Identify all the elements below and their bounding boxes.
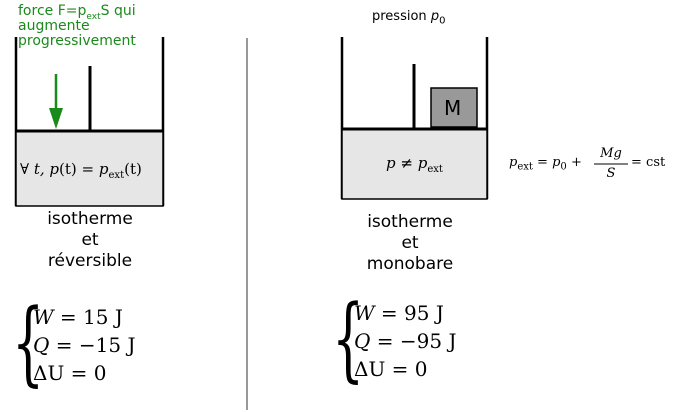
right-caption-line-1: isotherme [367, 212, 453, 232]
right-system-brace: { [332, 285, 365, 392]
left-energy-row: ΔU = 0 [33, 361, 107, 385]
formula-rhs: = cst [631, 155, 666, 170]
left-caption-line-1: isotherme [47, 209, 133, 229]
force-label: force F=pextS qui augmente progressiveme… [18, 3, 136, 49]
left-piston-equation: ∀ t, p(t) = pext(t) [20, 160, 142, 181]
right-work-row: W = 95 J [354, 301, 444, 325]
right-gas-region [341, 128, 488, 200]
left-caption-line-2: et [81, 230, 99, 250]
right-energy-row: ΔU = 0 [354, 357, 428, 381]
mass-label: M [444, 96, 462, 120]
force-arrow-head [49, 108, 63, 129]
pressure-label: pression p0 [372, 9, 446, 27]
right-caption-line-2: et [401, 233, 419, 253]
left-heat-row: Q = −15 J [33, 333, 136, 357]
right-heat-row: Q = −95 J [354, 329, 457, 353]
left-work-row: W = 15 J [33, 305, 123, 329]
left-caption-line-3: réversible [47, 251, 133, 271]
left-system: W = 15 J Q = −15 J ΔU = 0 [33, 303, 135, 387]
right-piston-equation: p ≠ pext [386, 154, 443, 175]
mass-block [430, 87, 478, 128]
right-caption-line-3: monobare [366, 254, 454, 274]
formula-denominator: S [606, 166, 616, 181]
right-system: W = 95 J Q = −95 J ΔU = 0 [354, 299, 456, 383]
left-gas-region [15, 130, 164, 207]
pressure-formula: pext = p0 + [509, 155, 582, 173]
left-system-brace: { [12, 289, 45, 396]
right-caption: isotherme et monobare [340, 212, 480, 275]
left-caption: isotherme et réversible [20, 209, 160, 272]
formula-numerator: Mg [600, 146, 622, 161]
